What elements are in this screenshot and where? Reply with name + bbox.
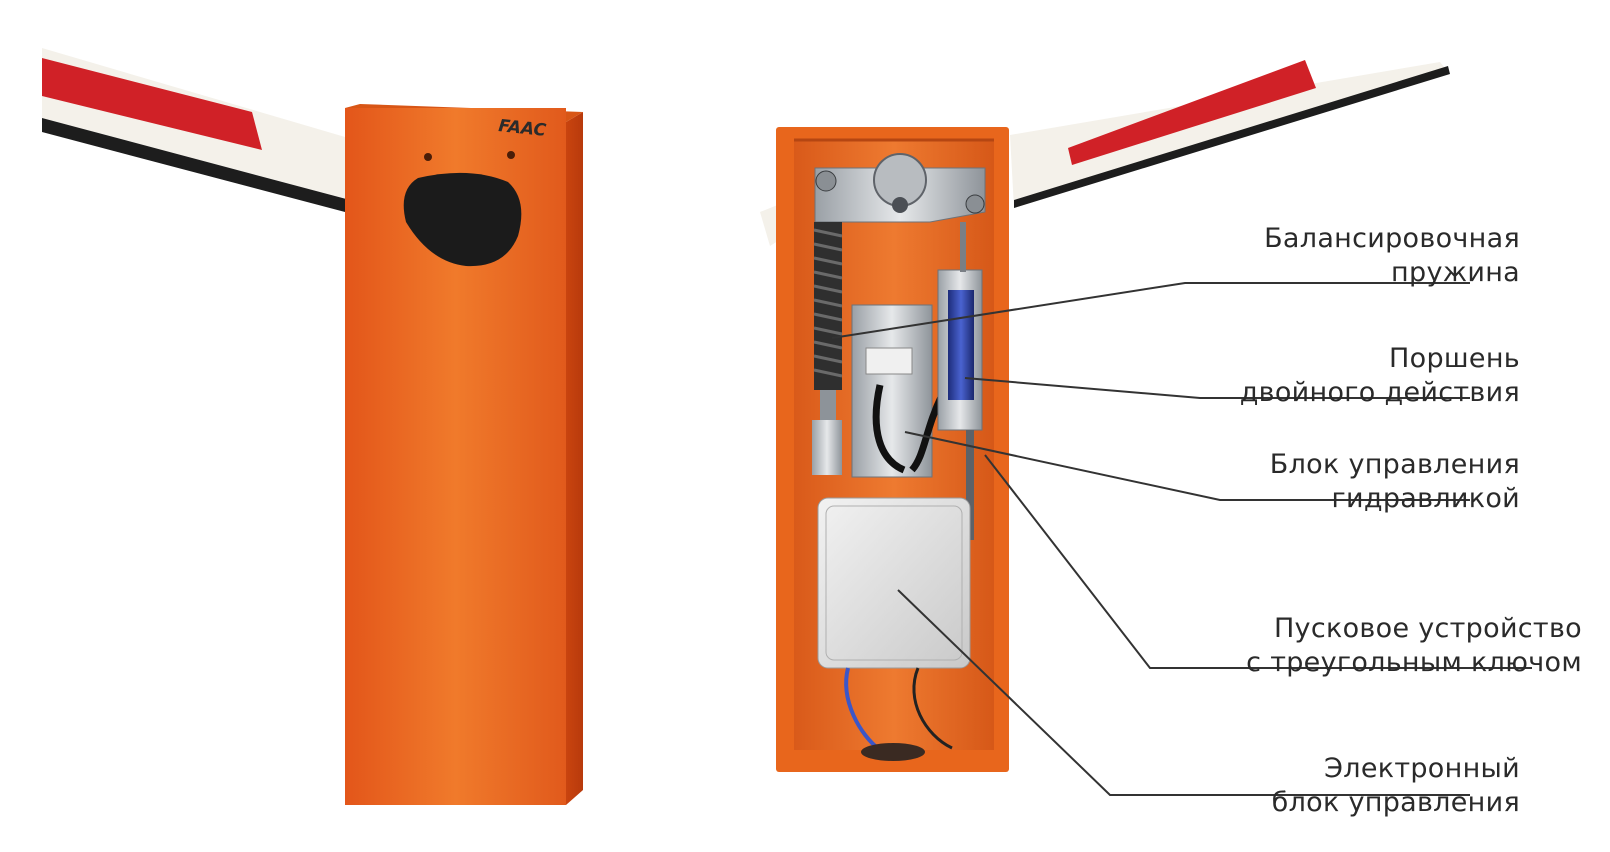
leader-lines — [831, 282, 1532, 796]
hydraulic-unit — [851, 304, 946, 478]
callout-hydraulic-control: Блок управления гидравликой — [1270, 448, 1520, 516]
balancing-spring — [812, 222, 843, 475]
callout-release-device: Пусковое устройство с треугольным ключом — [1246, 612, 1582, 680]
leader-electro — [897, 589, 1470, 796]
piston — [937, 222, 983, 540]
boom-arm-right — [760, 60, 1450, 246]
pivot-cap — [403, 172, 522, 267]
callout-hydraulic-control-line2: гидравликой — [1331, 483, 1520, 514]
housing-side — [566, 112, 583, 805]
open-barrier — [760, 60, 1450, 772]
callout-release-device-line2: с треугольным ключом — [1246, 647, 1582, 678]
callout-balancing-spring-line1: Балансировочная — [1264, 223, 1520, 254]
leader-hydro — [904, 431, 1470, 501]
callout-release-device-line1: Пусковое устройство — [1273, 613, 1582, 644]
closed-barrier: FAAC — [42, 48, 583, 805]
callout-hydraulic-control-line1: Блок управления — [1269, 449, 1520, 480]
callout-balancing-spring-line2: пружина — [1391, 257, 1520, 288]
leader-starter — [984, 454, 1532, 669]
leader-spring — [831, 282, 1470, 339]
leader-piston — [964, 377, 1470, 399]
callout-electronic-control-line2: блок управления — [1271, 787, 1520, 818]
callout-electronic-control: Электронный блок управления — [1272, 752, 1520, 820]
callout-piston: Поршень двойного действия — [1240, 342, 1520, 410]
callout-electronic-control-line1: Электронный — [1324, 753, 1520, 784]
callout-balancing-spring: Балансировочная пружина — [1264, 222, 1520, 290]
callout-piston-line2: двойного действия — [1239, 377, 1520, 408]
callout-piston-line1: Поршень — [1389, 343, 1520, 374]
